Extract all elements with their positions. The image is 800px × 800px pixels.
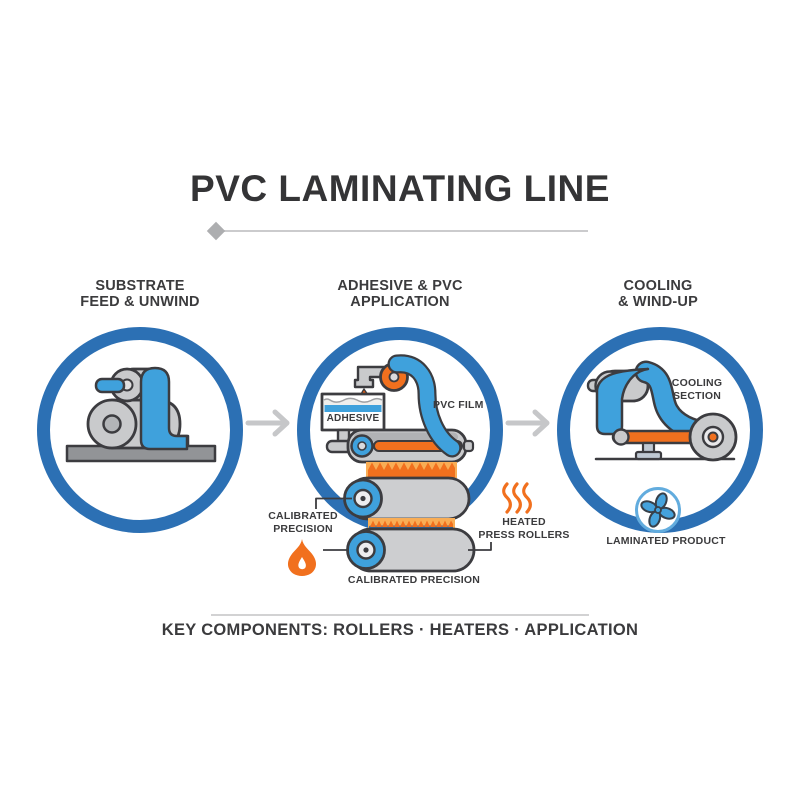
callout-line: COOLING [671, 377, 723, 389]
stage-label-line: COOLING [623, 278, 693, 294]
callout-line: PRESS ROLLERS [478, 529, 570, 541]
stage-label-substrate: SUBSTRATE FEED & UNWIND [80, 278, 200, 310]
calibrated-precision-bottom-callout: CALIBRATED PRECISION [347, 574, 481, 586]
adhesive-application-machine [287, 354, 532, 576]
heated-press-rollers-callout: HEATED PRESS ROLLERS [478, 516, 569, 542]
stage-label-cooling: COOLING & WIND-UP [618, 278, 698, 310]
leader-calibrated-left [315, 497, 352, 509]
cooling-windup-machine [586, 360, 738, 533]
stage-label-line: SUBSTRATE [95, 278, 185, 294]
arrow-right-icon [505, 409, 550, 437]
diamond-marker-icon [206, 221, 226, 241]
substrate-unwind-machine [65, 366, 217, 463]
substrate-web [139, 366, 189, 451]
callout-line: PRECISION [273, 523, 333, 535]
stage-label-line: ADHESIVE & PVC [337, 278, 463, 294]
pvc-film-callout: PVC FILM [433, 399, 484, 411]
adhesive-liquid [324, 398, 382, 405]
heat-band-2-flames [370, 520, 453, 527]
callout-line: SECTION [672, 390, 722, 402]
calibrated-precision-left-callout: CALIBRATED PRECISION [268, 510, 337, 536]
laminated-product-callout: LAMINATED PRODUCT [606, 535, 726, 547]
arrow-right-icon [245, 409, 290, 437]
conveyor-end-roller [612, 428, 630, 446]
callout-line: CALIBRATED [268, 510, 338, 522]
conveyor-stand-foot [634, 450, 663, 461]
stage-label-adhesive: ADHESIVE & PVC APPLICATION [337, 278, 463, 310]
heat-waves-icon [502, 482, 532, 514]
stage-label-line: APPLICATION [350, 293, 450, 310]
page-title: PVC LAMINATING LINE [190, 168, 610, 209]
cooling-section-callout: COOLING SECTION [672, 377, 722, 403]
key-components-text: KEY COMPONENTS: ROLLERS · HEATERS · APPL… [161, 621, 639, 639]
adhesive-tank-label: ADHESIVE [326, 413, 380, 424]
stage-label-line: & WIND-UP [618, 293, 698, 310]
windup-film-ribbon [595, 367, 650, 436]
heat-band-1-flames [368, 462, 455, 478]
leader-heated-rollers [468, 542, 492, 551]
fan-icon [635, 487, 681, 533]
flame-icon [287, 539, 317, 576]
feed-roll-axle [94, 377, 126, 394]
pvc-film-web [389, 356, 460, 456]
coating-roller-nub [462, 439, 475, 453]
adhesive-tank-band [324, 405, 382, 412]
callout-line: HEATED [502, 516, 546, 528]
title-divider [206, 221, 588, 241]
unwind-drum-hole [102, 414, 122, 434]
stage-label-line: FEED & UNWIND [80, 293, 200, 310]
pvc-film-roll-center [388, 371, 400, 383]
